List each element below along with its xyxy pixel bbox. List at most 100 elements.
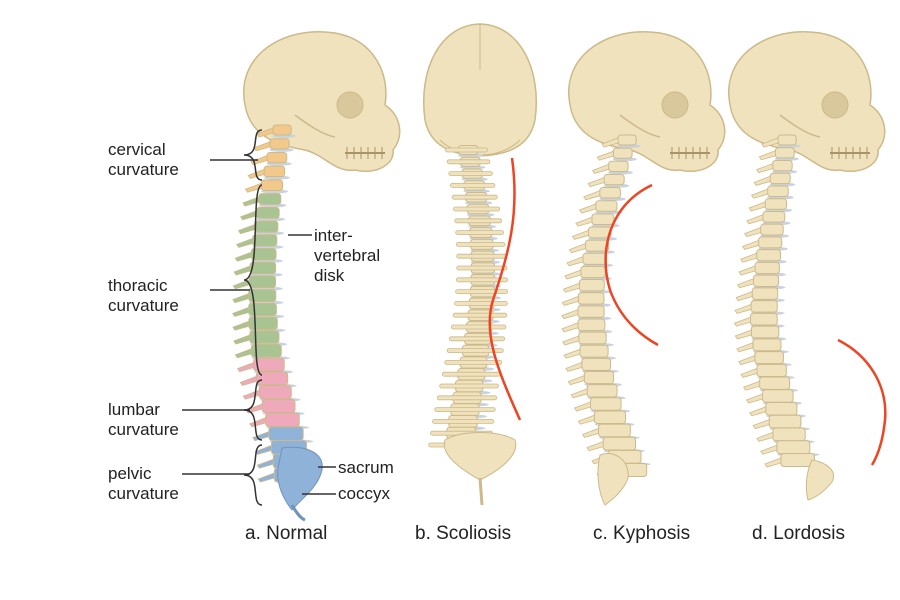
transverse-process: [450, 324, 507, 330]
cheekbone: [779, 114, 821, 138]
transverse-process: [436, 395, 498, 401]
vertebra: [265, 412, 300, 427]
vertebra: [579, 344, 609, 358]
spinous-process: [756, 431, 774, 442]
vertebra: [777, 134, 797, 146]
spinous-process: [244, 182, 262, 193]
coccyx: [290, 504, 306, 522]
vertebra: [750, 325, 780, 339]
spinous-process: [743, 380, 761, 391]
vertebra: [751, 287, 779, 300]
spinous-process: [583, 190, 601, 201]
vertebra: [248, 275, 277, 289]
spinous-process: [567, 375, 585, 386]
cervical-label-line2: curvature: [108, 160, 179, 179]
spinous-process: [242, 389, 260, 400]
vertebra: [577, 305, 605, 318]
spinous-process: [577, 414, 595, 425]
intervertebral-line3: disk: [314, 266, 345, 285]
lumbar-label-line2: curvature: [108, 420, 179, 439]
spinous-process: [256, 127, 274, 138]
spinous-process: [568, 243, 586, 254]
vertebra: [599, 187, 621, 199]
vertebra: [578, 279, 605, 292]
vertebra: [248, 302, 277, 316]
vertebra: [772, 427, 806, 442]
coccyx: [478, 477, 484, 506]
spinous-process: [575, 216, 593, 227]
spinous-process: [242, 196, 260, 207]
spine-normal: [232, 124, 323, 522]
thoracic-label-line2: curvature: [108, 296, 179, 315]
spinous-process: [562, 335, 580, 346]
caption-lordosis: d. Lordosis: [752, 523, 845, 544]
vertebra: [769, 172, 791, 185]
skull-cranium: [727, 31, 886, 172]
skull-cranium: [242, 31, 401, 172]
spinous-process: [596, 150, 614, 161]
spinous-process: [237, 362, 255, 373]
vertebra: [776, 440, 811, 455]
vertebra: [612, 147, 633, 159]
transverse-process: [445, 147, 488, 153]
spinous-process: [563, 348, 581, 359]
transverse-process: [453, 206, 501, 212]
vertebra: [756, 249, 781, 262]
vertebra: [603, 173, 625, 186]
transverse-process: [455, 277, 508, 283]
transverse-process: [432, 418, 495, 424]
spinous-process: [566, 256, 584, 267]
transverse-process: [454, 218, 503, 224]
vertebra: [263, 165, 286, 178]
spinous-process: [740, 252, 758, 263]
spinous-process: [565, 361, 583, 372]
sacrum: [805, 459, 834, 501]
eye-socket: [336, 91, 364, 119]
pelvic-label-line2: curvature: [108, 484, 179, 503]
curvature-brackets: [182, 129, 336, 506]
spinous-process: [760, 444, 778, 455]
transverse-process: [456, 265, 508, 271]
vertebra: [764, 198, 787, 210]
spinous-process: [561, 309, 579, 320]
thoracic-label-line1: thoracic: [108, 276, 168, 295]
vertebra: [258, 385, 292, 400]
pelvic-label-line1: pelvic: [108, 464, 152, 483]
skull-lordosis: [727, 31, 886, 172]
intervertebral-line2: vertebral: [314, 246, 381, 265]
vertebra: [577, 292, 605, 305]
spinous-process: [579, 203, 597, 214]
vertebra: [272, 124, 292, 136]
spine-kyphosis: [561, 134, 651, 506]
vertebra: [754, 261, 780, 275]
vertebra: [780, 453, 816, 467]
vertebra: [586, 384, 618, 398]
vertebra: [590, 397, 622, 411]
vertebra: [582, 252, 608, 265]
vertebra: [578, 331, 607, 345]
transverse-process: [456, 253, 507, 259]
spinous-process: [254, 444, 272, 455]
vertebra: [269, 138, 290, 150]
transverse-process: [455, 230, 504, 236]
spinous-process: [232, 293, 250, 304]
spinous-process: [742, 239, 760, 250]
spinous-process: [586, 441, 604, 452]
spinous-process: [234, 348, 252, 359]
spinous-process: [733, 316, 751, 327]
spine-lordosis: [733, 134, 834, 501]
spinous-process: [256, 458, 274, 469]
spinous-process: [561, 295, 579, 306]
spinous-process: [573, 401, 591, 412]
spinous-process: [740, 367, 758, 378]
spinous-process: [581, 427, 599, 438]
spinous-process: [601, 137, 619, 148]
vertebra: [261, 398, 296, 414]
sacrum: [443, 432, 517, 481]
cheekbone: [619, 114, 661, 138]
spinous-process: [249, 417, 267, 428]
lumbar-label-line1: lumbar: [108, 400, 160, 419]
skull-kyphosis: [567, 31, 726, 172]
vertebra: [758, 236, 783, 249]
